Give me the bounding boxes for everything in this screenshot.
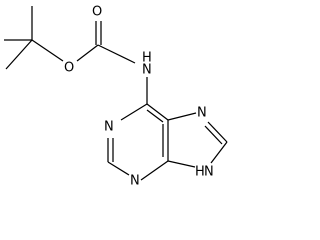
atom-label-amide-hydrogen: H — [142, 51, 152, 66]
bond-c8-n9 — [210, 141, 228, 164]
atom-label-ring-nitrogen-3: N — [130, 174, 140, 189]
structure-canvas: O O N H N N N N H — [4, 5, 228, 189]
atom-label-amide-nitrogen: N — [142, 63, 152, 78]
bond-c2-n3 — [107, 161, 130, 176]
bond-oxygen-carbonyl — [76, 44, 99, 62]
bond-c5-n7 — [167, 112, 197, 121]
atom-label-ester-oxygen: O — [64, 61, 74, 76]
bond-n7-c8-a — [207, 121, 228, 143]
atom-label-ring-nitrogen-7: N — [197, 106, 207, 121]
bond-c5-c6-inner — [146, 109, 164, 123]
bond-c6-n1 — [120, 103, 148, 121]
atom-label-ring-hydrogen-9: H — [195, 165, 205, 180]
bond-n7-c8-b — [204, 125, 223, 145]
atom-label-ring-nitrogen-1: N — [104, 120, 114, 135]
atom-label-carbonyl-oxygen: O — [92, 5, 102, 20]
bond-n9-c4 — [167, 160, 196, 168]
bond-tbu-methyl-down — [5, 39, 33, 70]
bond-carbonyl-nitrogen — [97, 44, 136, 64]
bond-tbu-oxygen — [31, 39, 64, 62]
chemical-structure: O O N H N N N N H — [4, 5, 228, 189]
bond-c5-c6 — [146, 103, 169, 121]
bond-n3-c4 — [140, 160, 169, 181]
atom-label-ring-nitrogen-9: N — [204, 165, 214, 180]
